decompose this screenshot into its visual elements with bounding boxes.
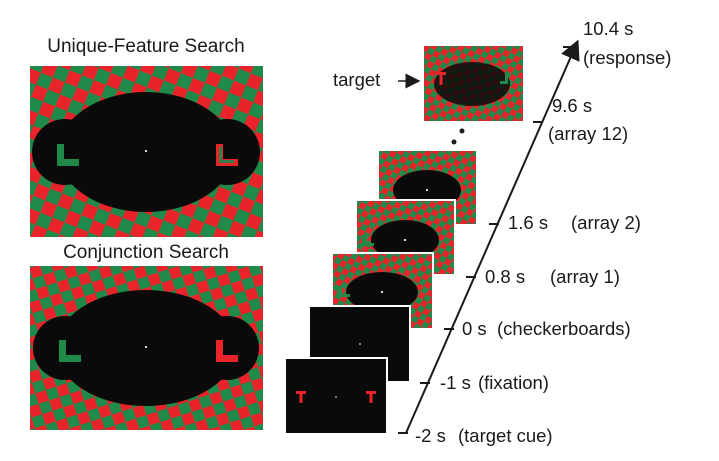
axis-ticks xyxy=(398,46,573,434)
unique-feature-title: Unique-Feature Search xyxy=(47,36,245,57)
fixation-dot xyxy=(145,346,147,348)
event-label: (array 2) xyxy=(571,212,641,233)
event-label: (response) xyxy=(583,47,671,68)
conjunction-stimulus xyxy=(30,266,263,430)
time-label: 10.4 s xyxy=(583,18,633,39)
fixation-dot xyxy=(145,150,147,152)
unique-feature-stimulus xyxy=(30,66,263,237)
target-t-icon xyxy=(436,72,446,85)
time-axis xyxy=(405,39,580,434)
time-label: 0 s xyxy=(462,318,487,339)
event-label: (checkerboards) xyxy=(497,318,631,339)
target-label: target xyxy=(333,69,380,90)
frame-target-cue xyxy=(284,357,388,435)
time-label: 1.6 s xyxy=(508,212,548,233)
cue-t-icon xyxy=(366,391,376,403)
cue-t-icon xyxy=(296,391,306,403)
frame-array-12 xyxy=(424,46,523,121)
l-shape-icon xyxy=(57,144,79,166)
conjunction-title: Conjunction Search xyxy=(63,242,229,263)
time-label: -2 s xyxy=(415,425,446,446)
event-label: (array 1) xyxy=(550,266,620,287)
event-label: (array 12) xyxy=(548,123,628,144)
l-shape-icon xyxy=(59,340,81,362)
time-label: -1 s xyxy=(440,372,471,393)
time-label: 9.6 s xyxy=(552,95,592,116)
event-label: (fixation) xyxy=(478,372,549,393)
time-label: 0.8 s xyxy=(485,266,525,287)
event-label: (target cue) xyxy=(458,425,553,446)
l-shape-icon xyxy=(216,340,238,362)
